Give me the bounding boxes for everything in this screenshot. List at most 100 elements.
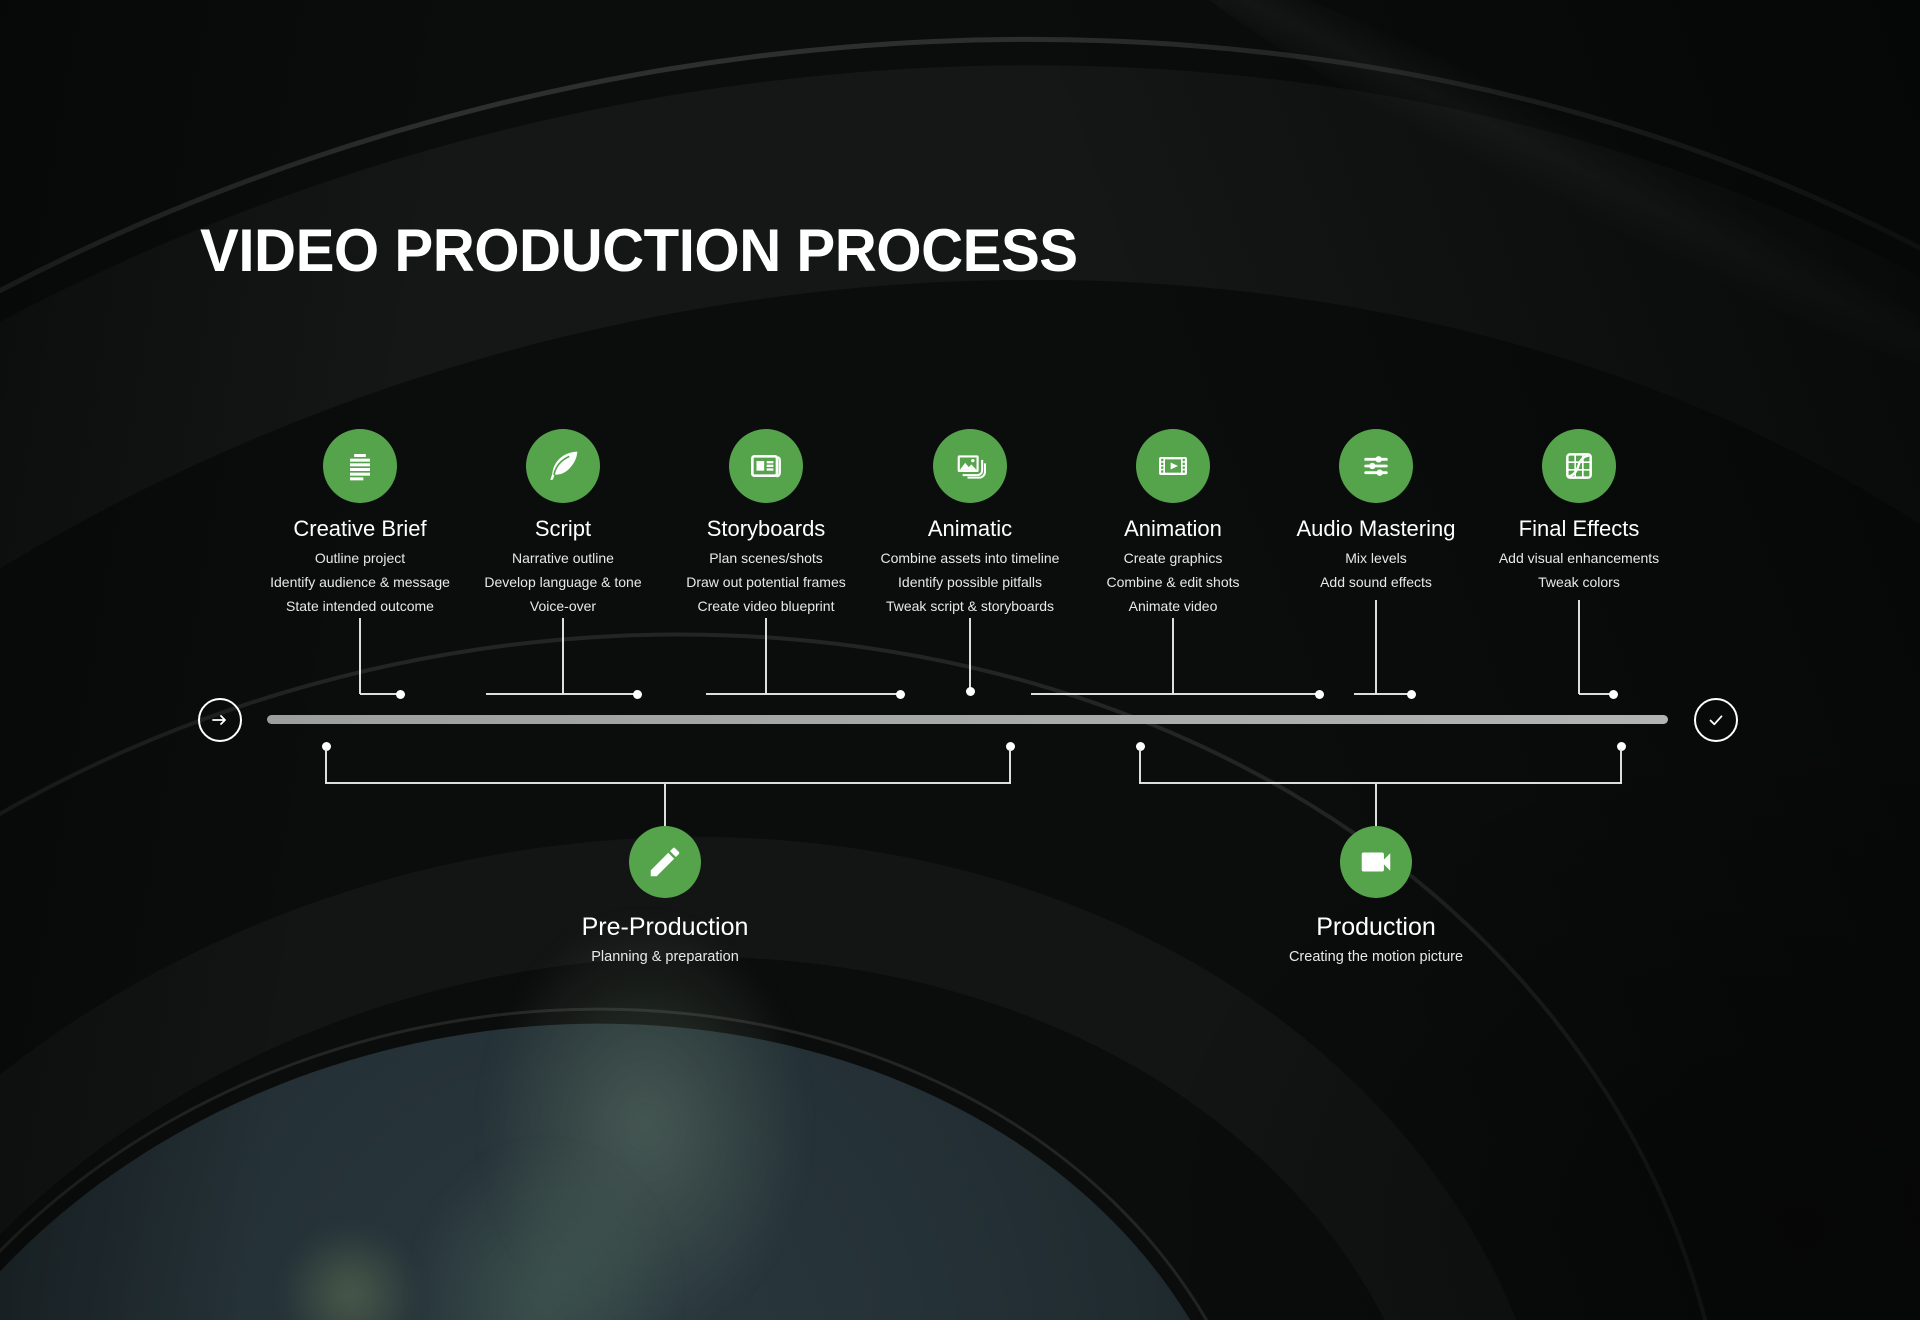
- stage-items: Outline project Identify audience & mess…: [230, 546, 490, 618]
- connector-dot: [632, 689, 642, 699]
- check-icon: [1709, 715, 1723, 726]
- stage-item: Tweak colors: [1538, 574, 1620, 590]
- stage-items: Create graphics Combine & edit shots Ani…: [1043, 546, 1303, 618]
- connector-dot: [1135, 741, 1145, 751]
- connector-dot: [1314, 689, 1324, 699]
- stage-icon-circle: [933, 429, 1007, 503]
- arrow-right-icon: [212, 715, 226, 725]
- connector-line: [325, 749, 327, 783]
- connector-line: [325, 782, 1011, 784]
- connector-dot: [1005, 741, 1015, 751]
- stage-title: Animation: [1124, 516, 1222, 541]
- stage-items: Mix levels Add sound effects: [1246, 546, 1506, 594]
- stage-item: Narrative outline: [512, 550, 614, 566]
- stage-item: Create video blueprint: [697, 598, 835, 614]
- stage-icon-circle: [1339, 429, 1413, 503]
- connector-line: [1375, 600, 1377, 694]
- stage-item: Identify audience & message: [270, 574, 450, 590]
- newspaper-icon: [750, 454, 781, 478]
- connector-line: [1031, 693, 1320, 695]
- phase-title: Pre-Production: [581, 913, 749, 941]
- connector-dot: [1616, 741, 1626, 751]
- stage-title: Final Effects: [1518, 516, 1640, 541]
- connector-line: [1578, 600, 1580, 694]
- stage-items: Narrative outline Develop language & ton…: [433, 546, 693, 618]
- stage-item: Plan scenes/shots: [709, 550, 823, 566]
- connector-line: [664, 784, 666, 826]
- curves-grid-icon: [1566, 453, 1592, 479]
- phase-icon-circle: [1340, 826, 1412, 898]
- stage-title: Creative Brief: [293, 516, 427, 541]
- stage-title: Storyboards: [706, 516, 826, 541]
- connector-line: [1620, 749, 1622, 783]
- stage-title: Audio Mastering: [1296, 516, 1456, 541]
- connector-dot: [895, 689, 905, 699]
- connector-line: [486, 693, 638, 695]
- timeline-start-circle: [198, 698, 242, 742]
- connector-dot: [965, 687, 975, 696]
- stage-item: Add visual enhancements: [1498, 550, 1660, 566]
- stacked-photos-icon: [957, 455, 986, 479]
- connector-line: [360, 693, 401, 695]
- page-title: VIDEO PRODUCTION PROCESS: [200, 217, 1078, 284]
- stage-animatic: Animatic Combine assets into timeline Id…: [840, 429, 1100, 618]
- connector-dot: [395, 689, 405, 699]
- connector-line: [1172, 618, 1174, 694]
- film-play-icon: [1159, 457, 1187, 475]
- stage-item: Voice-over: [529, 598, 597, 614]
- stage-audio-mastering: Audio Mastering Mix levels Add sound eff…: [1246, 429, 1506, 594]
- phase-description: Planning & preparation: [591, 949, 739, 965]
- timeline-end-circle: [1694, 698, 1738, 742]
- connector-line: [969, 618, 971, 690]
- phase-title: Production: [1316, 913, 1436, 941]
- connector-line: [1579, 693, 1614, 695]
- stage-final-effects: Final Effects Add visual enhancements Tw…: [1449, 429, 1709, 594]
- connector-dot: [1608, 689, 1618, 699]
- pencil-icon: [650, 847, 680, 877]
- stage-item: Develop language & tone: [484, 574, 642, 590]
- stage-script: Script Narrative outline Develop languag…: [433, 429, 693, 618]
- phase-production: Production Creating the motion picture: [1226, 826, 1526, 968]
- connector-dot: [321, 741, 331, 751]
- phase-pre-production: Pre-Production Planning & preparation: [515, 826, 815, 968]
- stage-creative-brief: Creative Brief Outline project Identify …: [230, 429, 490, 618]
- stage-item: Identify possible pitfalls: [898, 574, 1042, 590]
- connector-line: [765, 618, 767, 694]
- connector-line: [1354, 693, 1412, 695]
- connector-line: [706, 693, 901, 695]
- stage-item: Create graphics: [1123, 550, 1223, 566]
- stage-item: Outline project: [314, 550, 406, 566]
- sliders-icon: [1364, 456, 1388, 476]
- stage-icon-circle: [1542, 429, 1616, 503]
- stage-icon-circle: [526, 429, 600, 503]
- connector-line: [562, 618, 564, 694]
- stage-title: Script: [534, 516, 592, 541]
- stage-item: Combine assets into timeline: [880, 550, 1060, 566]
- stage-item: Animate video: [1128, 598, 1218, 614]
- stage-icon-circle: [729, 429, 803, 503]
- phase-icon-circle: [629, 826, 701, 898]
- stage-icon-circle: [1136, 429, 1210, 503]
- stage-animation: Animation Create graphics Combine & edit…: [1043, 429, 1303, 618]
- stage-item: Tweak script & storyboards: [885, 598, 1055, 614]
- stage-item: Add sound effects: [1320, 574, 1432, 590]
- quill-icon: [550, 451, 578, 481]
- connector-line: [1375, 784, 1377, 826]
- stage-items: Plan scenes/shots Draw out potential fra…: [636, 546, 896, 618]
- document-lines-icon: [350, 454, 370, 481]
- stage-storyboards: Storyboards Plan scenes/shots Draw out p…: [636, 429, 896, 618]
- stage-items: Add visual enhancements Tweak colors: [1449, 546, 1709, 594]
- connector-line: [1139, 782, 1622, 784]
- connector-line: [1139, 749, 1141, 783]
- stage-item: Combine & edit shots: [1106, 574, 1240, 590]
- connector-line: [1009, 749, 1011, 783]
- phase-description: Creating the motion picture: [1288, 949, 1464, 965]
- timeline-bar: [267, 715, 1668, 724]
- stage-item: State intended outcome: [286, 598, 434, 614]
- connector-dot: [1406, 689, 1416, 699]
- stage-title: Animatic: [927, 516, 1013, 541]
- stage-icon-circle: [323, 429, 397, 503]
